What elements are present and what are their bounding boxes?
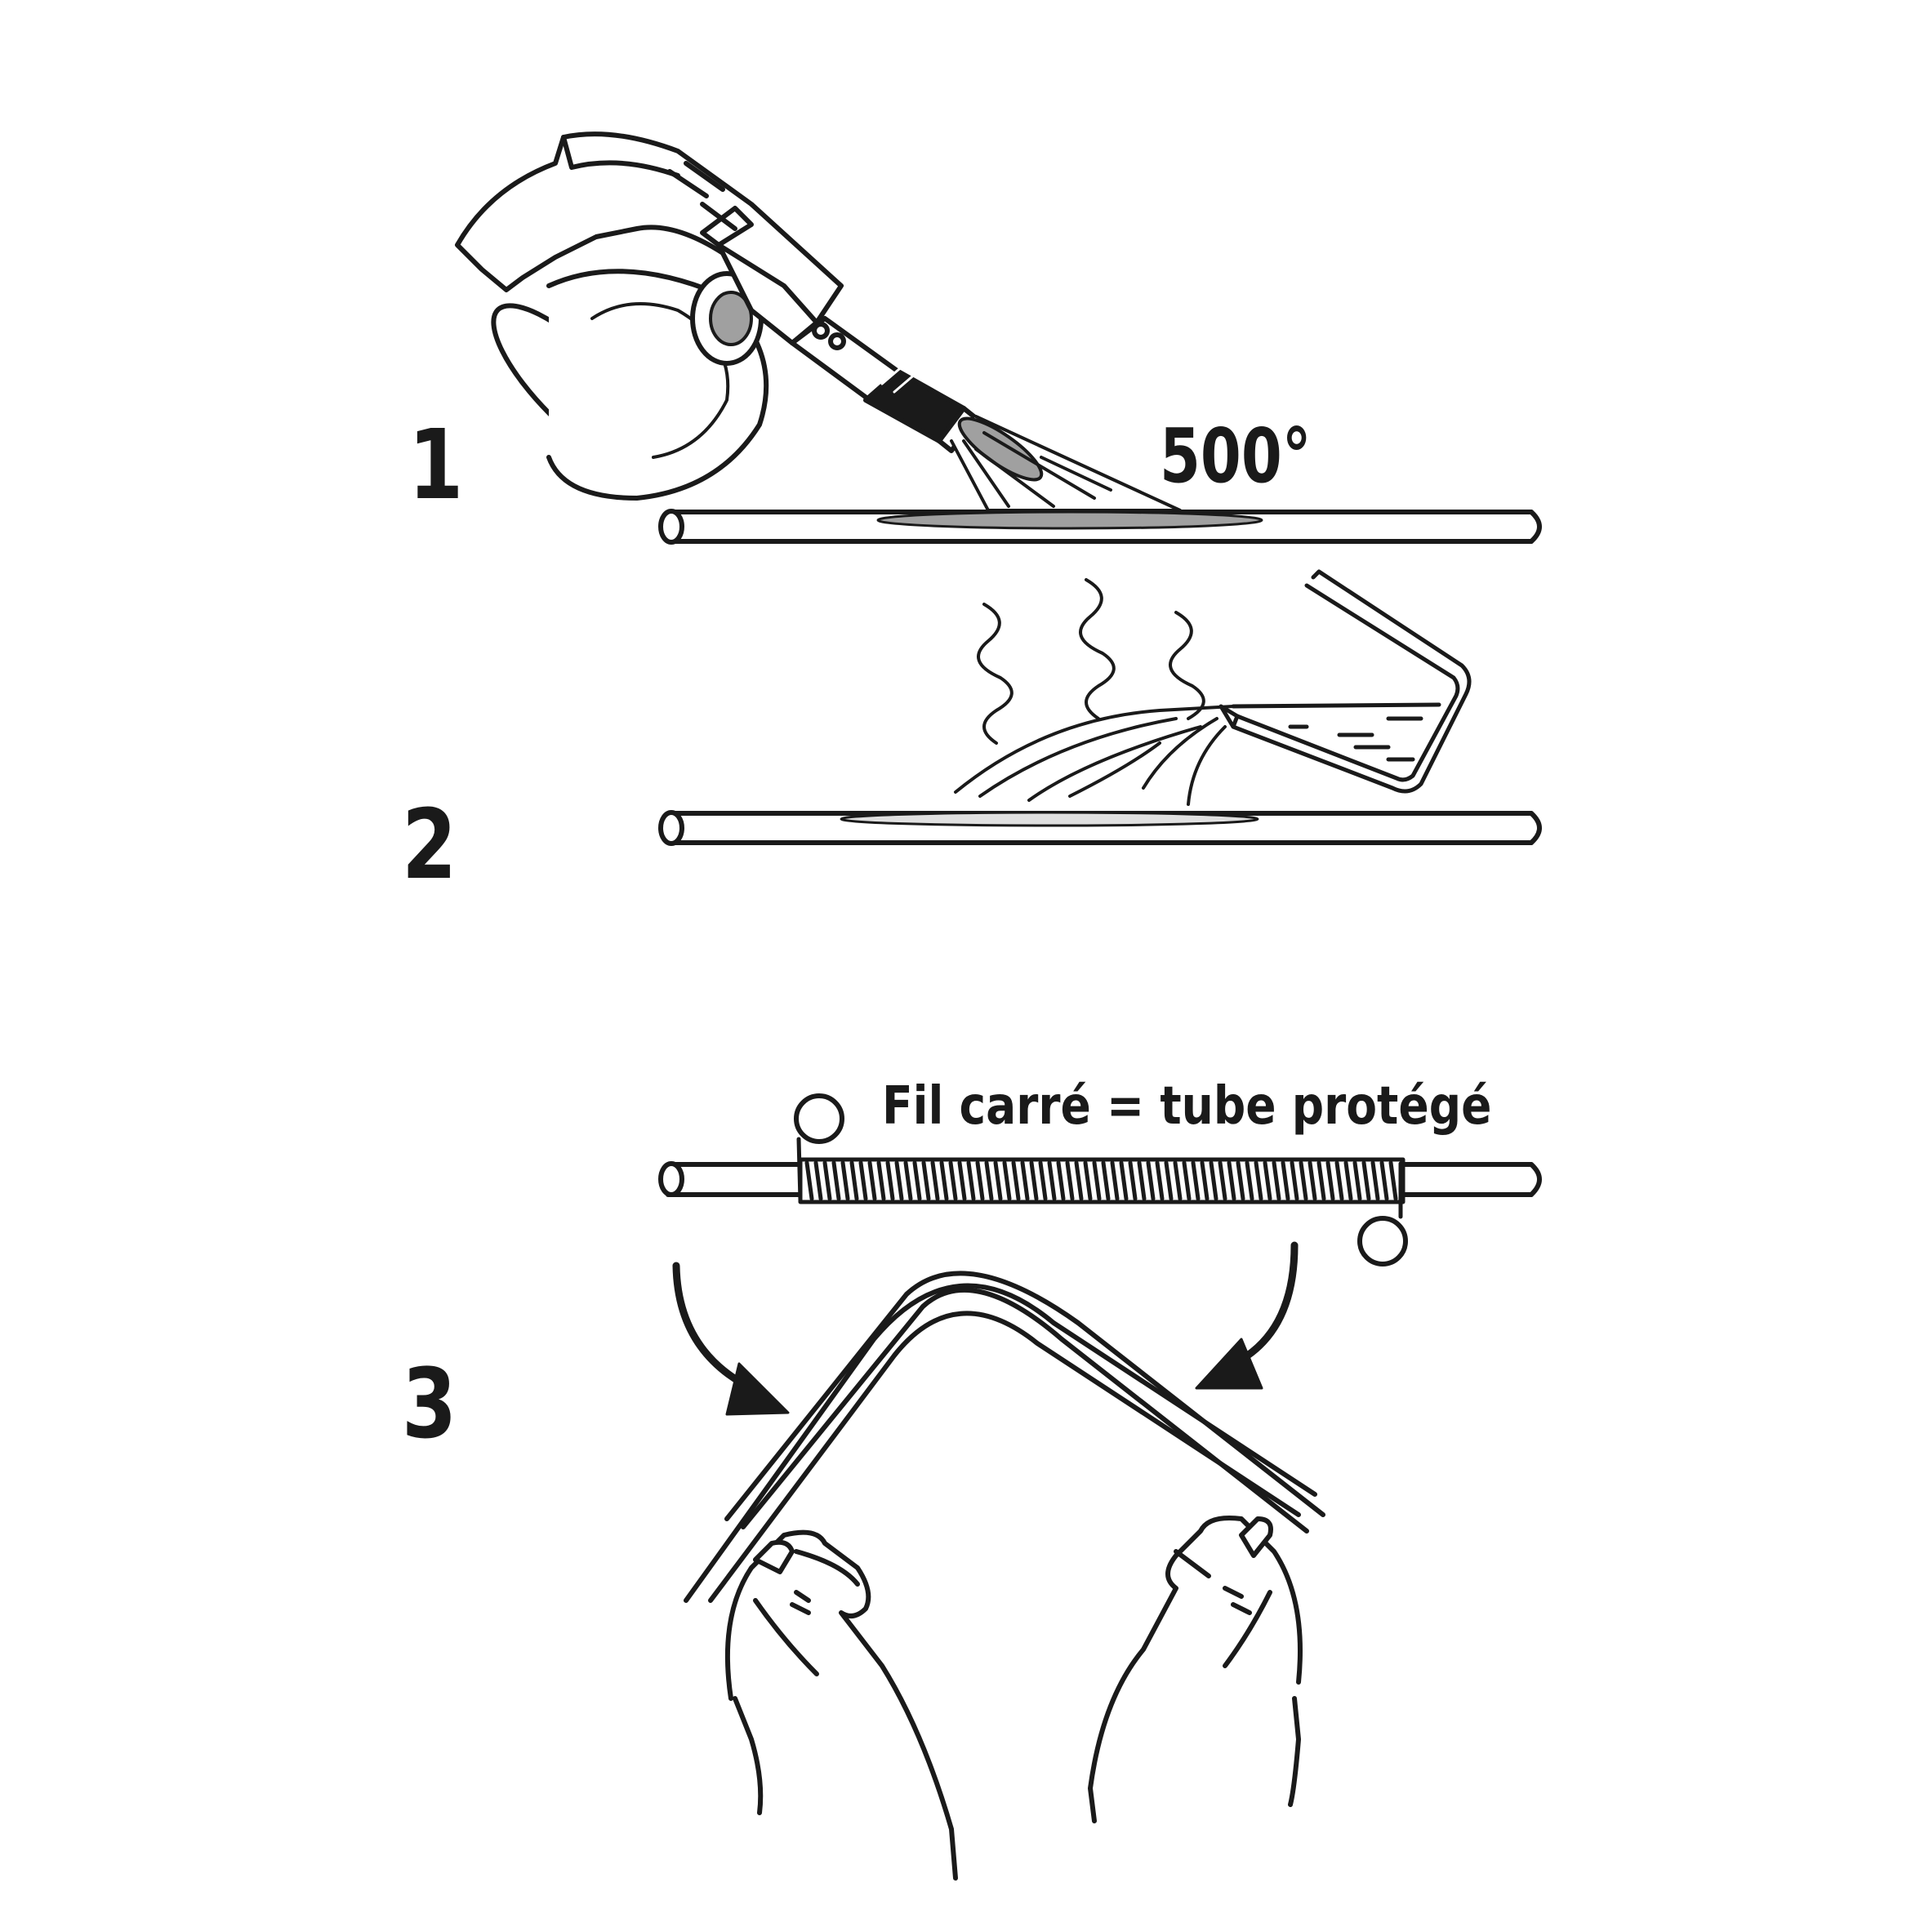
flux-stream [954,705,1235,806]
pour-container [1218,569,1472,794]
step-1-illustration [455,131,1542,545]
right-hand [1088,1516,1303,1823]
bent-tube [684,1271,1325,1603]
left-hand [724,1529,958,1881]
heat-waves [977,578,1205,745]
heated-spot [876,510,1263,530]
bend-arrow-left [672,1262,790,1416]
temperature-label: 500° [1160,412,1312,500]
flux-spot [840,811,1259,827]
flame [950,415,1182,512]
step-3-caption: Fil carré = tube protégé [882,1076,1492,1137]
step-number-3: 3 [402,1347,457,1460]
step-number-1: 1 [408,408,464,521]
step-number-2: 2 [402,788,457,901]
bending-spring [794,1093,1408,1266]
bend-arrow-right [1195,1241,1299,1390]
step-2-illustration [658,569,1542,846]
blowtorch-icon [455,131,978,501]
step-3-illustration [658,1093,1542,1881]
